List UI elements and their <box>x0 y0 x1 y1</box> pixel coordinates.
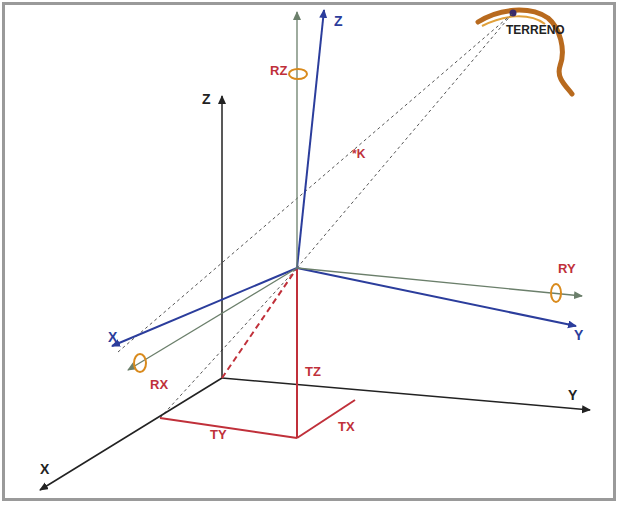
axis-label: Y <box>568 388 577 402</box>
axis-label: TERRENO <box>506 24 565 36</box>
axis-label: Z <box>334 14 343 28</box>
picture-frame <box>2 2 616 501</box>
axis-label: Z <box>202 92 211 106</box>
axis-label: TY <box>210 428 227 441</box>
axis-label: *K <box>352 148 365 160</box>
axis-label: Y <box>574 328 583 342</box>
axis-label: X <box>40 462 49 476</box>
axis-label: TX <box>338 420 355 433</box>
axis-label: RX <box>150 378 168 391</box>
axis-label: RY <box>558 262 576 275</box>
axis-label: RZ <box>270 64 287 77</box>
axis-label: X <box>108 330 117 344</box>
axis-label: TZ <box>305 365 321 378</box>
